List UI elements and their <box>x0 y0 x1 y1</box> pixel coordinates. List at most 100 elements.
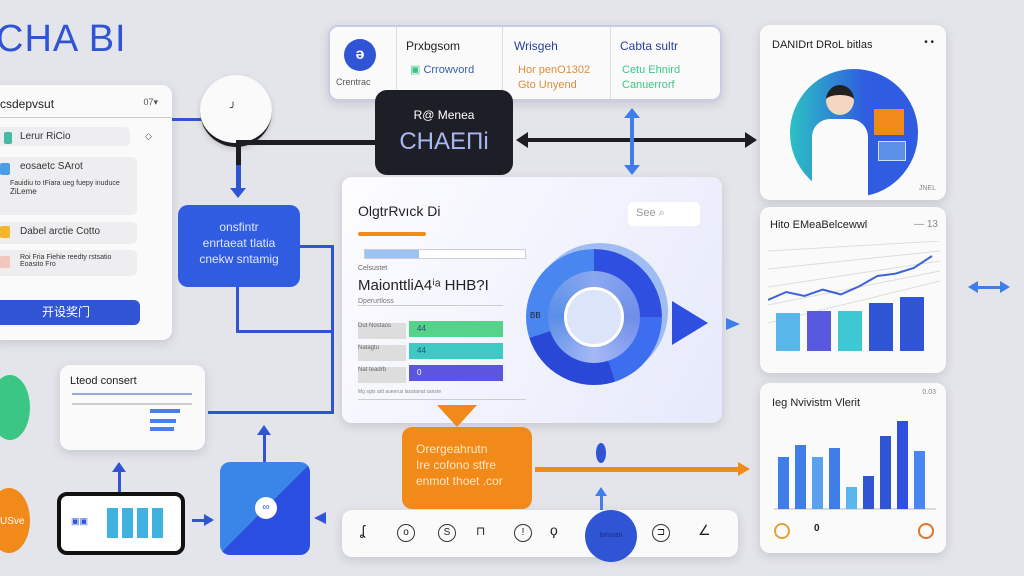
column-title: Wrisgeh <box>514 39 558 53</box>
arrow-up-icon <box>624 108 640 118</box>
line-chart-card: Hito EMeaBelcewwl — 13 <box>760 207 946 373</box>
arrow-left-icon <box>314 512 326 524</box>
save-icon[interactable]: ⊐ <box>652 524 670 542</box>
card-title: DANIDrt DRoL bitlas <box>772 39 873 51</box>
bar-chart <box>774 421 936 510</box>
bar <box>838 311 862 351</box>
donut-chart: BB <box>526 249 662 385</box>
card-title: Ieg Nvivistm Vlerit <box>772 397 861 409</box>
bar <box>897 421 908 509</box>
s-icon[interactable]: S <box>438 524 456 542</box>
center-action-button[interactable]: lonsran <box>585 510 637 562</box>
primary-button[interactable]: 开设奖门 <box>0 300 140 325</box>
bar <box>914 451 925 509</box>
pen-icon[interactable]: ʆ <box>360 522 365 538</box>
bar <box>880 436 891 509</box>
bar <box>807 311 831 351</box>
arrow-down-icon <box>230 188 246 206</box>
column-title: Prxbgsom <box>406 39 461 53</box>
bar <box>863 476 874 509</box>
next-icon[interactable] <box>918 523 934 539</box>
menu-item[interactable]: ▣ Crrowvord <box>410 64 475 76</box>
search-icon[interactable]: ϙ <box>550 522 558 538</box>
arrow-up-icon <box>112 462 126 472</box>
bar <box>778 457 789 509</box>
gridline <box>768 250 940 270</box>
arrow-up-icon <box>257 425 271 435</box>
angle-icon[interactable]: ∠ <box>698 522 711 538</box>
bar <box>846 487 857 509</box>
footer-text: Mg sgts atd aueerus laostanat sanste <box>358 389 526 400</box>
gridline <box>768 260 940 288</box>
label: Celsustet <box>358 265 388 272</box>
legend-card: Lteod consert <box>60 365 205 450</box>
more-menu-icon[interactable]: • • <box>924 37 934 48</box>
logo-label: Crentrac <box>336 77 371 87</box>
arrow-right-icon <box>738 462 750 476</box>
device-node[interactable]: ▣▣ <box>57 492 185 555</box>
headline: MaionttliA4ⁱᵃ HHB?I <box>358 277 489 294</box>
bar <box>812 457 823 509</box>
bar-chart-card: Ieg Nvivistm Vlerit 0.03 0 <box>760 383 946 553</box>
toolbar: ʆ o S ⊓ ! ϙ ⊐ ∠ <box>342 510 738 557</box>
circle-icon[interactable]: o <box>397 524 415 542</box>
bar <box>776 313 800 351</box>
arrow-right-icon <box>1000 281 1010 293</box>
logo-icon: ə <box>344 39 376 71</box>
bar <box>900 297 924 351</box>
expand-icon[interactable]: ◇ <box>145 131 152 141</box>
list-item[interactable]: Dabel arctie Cotto <box>0 222 137 244</box>
section-label: Dperurtloss <box>358 298 503 306</box>
profile-card: DANIDrt DRoL bitlas • • JNEL <box>760 25 946 200</box>
bar-label: Dut Nostaos <box>358 323 406 339</box>
arrow-right-icon <box>204 514 214 526</box>
footer-value: 0 <box>814 523 820 534</box>
clock-node[interactable]: ╯ <box>200 75 272 147</box>
bar <box>795 445 806 509</box>
value-label: — 13 <box>914 219 938 230</box>
top-panel: ə Crentrac Prxbgsom ▣ Crrowvord Wrisgeh … <box>328 25 722 101</box>
arrow-down-icon <box>437 405 477 427</box>
app-title: CHA BI <box>0 18 127 60</box>
column-title: Cabta sultr <box>620 39 679 53</box>
list-item[interactable]: Lerur RiCio <box>0 127 130 146</box>
orange-node[interactable]: USve <box>0 488 30 553</box>
main-dashboard-card: OlgtrRvıck Di See ⌕ Celsustet MaionttliA… <box>342 177 722 423</box>
bar <box>829 448 840 509</box>
search-input[interactable]: See ⌕ <box>628 202 700 226</box>
green-node[interactable] <box>0 375 30 440</box>
panel-header: csdepvsut <box>0 97 55 111</box>
progress-bar <box>364 249 526 259</box>
bar <box>869 303 893 351</box>
bar-label: Natagtu <box>358 345 406 361</box>
value-label: 0.03 <box>922 389 936 396</box>
info-icon[interactable]: ! <box>514 524 532 542</box>
bar-label: Nat teadrb <box>358 367 406 383</box>
metric-bar: 44 <box>409 321 503 337</box>
card-title: Hito EMeaBelcewwl <box>770 219 868 231</box>
arrow-right-icon <box>672 301 708 345</box>
core-node[interactable]: R@ Menea CHAEΠi <box>375 90 513 175</box>
connector <box>172 118 202 121</box>
metric-bar: 44 <box>409 343 503 359</box>
gridline <box>768 241 940 252</box>
arrow-down-icon <box>624 165 640 175</box>
metric-bar: 0 <box>409 365 503 381</box>
arrow-up-icon <box>595 487 607 496</box>
prev-icon[interactable] <box>774 523 790 539</box>
arrow-left-icon <box>968 281 978 293</box>
card-title: OlgtrRvıck Di <box>358 203 441 219</box>
panel-badge[interactable]: 07▾ <box>143 97 158 107</box>
crop-icon[interactable]: ⊓ <box>476 524 486 538</box>
avatar <box>790 69 918 197</box>
hub-node[interactable]: ∞ <box>220 462 310 555</box>
combo-chart <box>768 241 940 351</box>
arrow-right-icon <box>726 318 740 330</box>
trend-line <box>768 255 933 301</box>
